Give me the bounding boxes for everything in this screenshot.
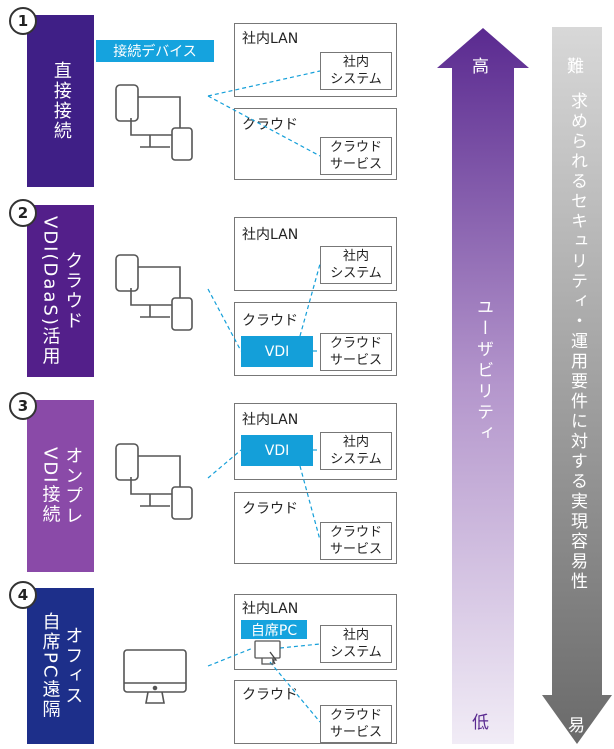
row4-number-badge: 4 [9,581,37,609]
row3-cloud-label: クラウド [242,501,298,517]
requirements-bottom-label: 易 [568,716,585,736]
row1-link-cloud [207,95,321,157]
row2-cloud-label: クラウド [242,313,298,329]
row3-number-badge: 3 [9,392,37,420]
row3-bar: オンプレ VDI接続 [27,400,94,572]
row3-internal-system: 社内システム [320,432,392,470]
usability-low-label: 低 [472,713,489,733]
row4-link-pc-system [279,643,321,649]
row2-title-line1: クラウド [62,251,84,331]
row1-internal-system: 社内システム [320,52,392,90]
row2-link-vdi-system [299,263,321,337]
row2-cloud-service: クラウドサービス [320,333,392,371]
row4-pc-icon [254,640,281,665]
usability-high-label: 高 [472,57,489,77]
row4-title-line1: オフィス [62,626,84,706]
row4-bar: オフィス 自席PC遠隔 [27,588,94,744]
row2-vdi: VDI [241,336,313,367]
row2-bar: クラウド VDI(DaaS)活用 [27,205,94,377]
row3-devices-icon [115,443,193,520]
row3-link-vdi-service [299,465,321,541]
row1-title: 直接接続 [50,61,72,141]
row1-number-badge: 1 [9,7,37,35]
row4-cloud-service: クラウドサービス [320,705,392,743]
row4-lan-label: 社内LAN [242,601,299,617]
row3-vdi: VDI [241,435,313,466]
row2-link-device-vdi [207,288,242,352]
requirements-top-label: 難 [567,57,584,77]
row3-title-line1: オンプレ [62,446,84,526]
row1-cloud-label: クラウド [242,117,298,133]
row3-link-device-vdi [207,449,242,479]
usability-arrow [437,28,529,744]
row1-link-lan [207,70,321,97]
row1-lan-label: 社内LAN [242,31,299,47]
row2-lan-label: 社内LAN [242,227,299,243]
row1-cloud-service: クラウドサービス [320,137,392,175]
row4-cloud-label: クラウド [242,687,298,703]
row2-number-badge: 2 [9,199,37,227]
row3-lan-label: 社内LAN [242,412,299,428]
usability-label: ユーザビリティ [473,298,493,445]
row3-title-line2: VDI接続 [39,447,61,525]
requirements-arrow [542,27,612,744]
requirements-label: 求められるセキュリティ・運用要件に対する実現容易性 [567,92,587,592]
row4-internal-system: 社内システム [320,625,392,663]
row4-title-line2: 自席PC遠隔 [39,612,61,720]
row4-link-pc-service [269,661,321,723]
row2-title-line2: VDI(DaaS)活用 [39,215,61,367]
row1-devices-icon [115,84,193,161]
row1-bar: 直接接続 [27,15,94,187]
row3-cloud-service: クラウドサービス [320,522,392,560]
row2-devices-icon [115,254,193,331]
row4-link-device-pc [207,647,254,667]
row4-desktop-icon [123,649,187,704]
row2-internal-system: 社内システム [320,246,392,284]
device-tag: 接続デバイス [96,40,214,62]
jisekipc-tag: 自席PC [241,620,307,639]
